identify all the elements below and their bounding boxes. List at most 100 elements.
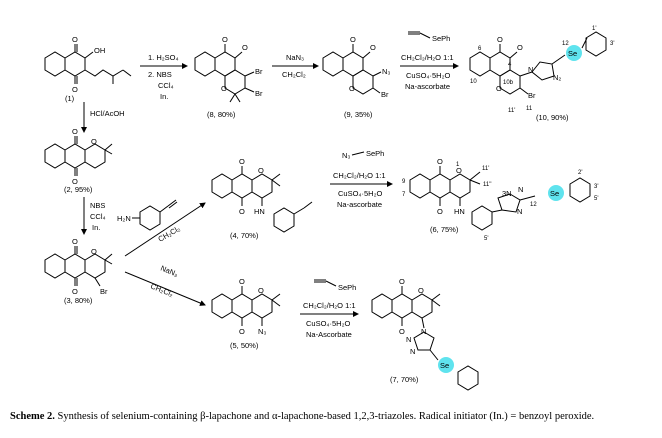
oh-atom-label: OH	[94, 46, 105, 55]
compound-8-structure: O O O Br Br	[194, 35, 263, 103]
condition-text: CH₂Cl₂/H₂O 1:1	[333, 171, 386, 180]
br-atom-label: Br	[381, 90, 389, 99]
o-atom-label: O	[456, 166, 462, 175]
reaction-arrow	[124, 271, 206, 306]
o-atom-label: O	[496, 84, 502, 93]
atom-number: 11	[526, 106, 533, 112]
compound-2-label: (2, 95%)	[64, 185, 93, 194]
se-atom-label: Se	[568, 49, 577, 58]
condition-text: CH₂Cl₂/H₂O 1:1	[401, 53, 454, 62]
o-atom-label: O	[239, 327, 245, 336]
atom-number: 11'	[508, 108, 515, 114]
n3-group-label: N₃	[258, 327, 266, 336]
ethynylaniline-reagent: H₂N	[117, 199, 178, 231]
o-atom-label: O	[497, 35, 503, 44]
atom-number: 12	[530, 202, 537, 208]
atom-number: 1	[456, 162, 460, 168]
o-atom-label: O	[437, 207, 443, 216]
caption-label: Scheme 2.	[10, 411, 55, 422]
n-atom-label: N	[528, 65, 533, 74]
o-atom-label: O	[370, 43, 376, 52]
o-atom-label: O	[350, 35, 356, 44]
se-atom-label: Se	[550, 189, 559, 198]
condition-text: CuSO₄·5H₂O	[338, 189, 382, 198]
condition-text: N₃	[342, 151, 350, 160]
condition-text: Na-Ascorbate	[306, 330, 352, 339]
compound-5-label: (5, 50%)	[230, 341, 259, 350]
o-atom-label: O	[72, 237, 78, 246]
condition-text: H₂N	[117, 214, 131, 223]
o-atom-label: O	[91, 247, 97, 256]
compound-1-structure: O O OH	[44, 35, 132, 94]
o-atom-label: O	[72, 127, 78, 136]
o-atom-label: O	[72, 35, 78, 44]
condition-text: SePh	[366, 149, 384, 158]
o-atom-label: O	[349, 84, 355, 93]
scheme-caption: Scheme 2. Synthesis of selenium-containi…	[10, 410, 655, 423]
propargyl-selenide-reagent: SePh	[408, 31, 450, 43]
atom-number: 5'	[484, 236, 488, 242]
compound-4-label: (4, 70%)	[230, 231, 259, 240]
atom-number: 6	[478, 46, 482, 52]
compound-5-structure: O O O N₃	[211, 277, 281, 336]
o-atom-label: O	[222, 35, 228, 44]
condition-text: 2. NBS	[148, 70, 172, 79]
condition-text: NaN₃	[286, 53, 304, 62]
o-atom-label: O	[239, 277, 245, 286]
condition-text: CH₂Cl₂/H₂O 1:1	[303, 301, 356, 310]
propargyl-selenide-reagent: SePh	[314, 279, 356, 292]
o-atom-label: O	[242, 43, 248, 52]
compound-8-label: (8, 80%)	[207, 110, 236, 119]
compound-4-structure: O O O HN	[211, 157, 313, 233]
hn-group-label: HN	[454, 207, 465, 216]
o-atom-label: O	[239, 157, 245, 166]
atom-number: 10b	[503, 80, 514, 86]
condition-text: NaN₃	[159, 264, 179, 279]
condition-text: SePh	[338, 283, 356, 292]
compound-9-structure: O O O N₃ Br	[322, 35, 390, 99]
condition-text: CH₂Cl₂	[149, 282, 174, 299]
o-atom-label: O	[399, 277, 405, 286]
compound-1-label: (1)	[65, 94, 75, 103]
n-atom-label: N	[517, 207, 522, 216]
condition-text: SePh	[432, 34, 450, 43]
br-atom-label: Br	[255, 67, 263, 76]
o-atom-label: O	[72, 177, 78, 186]
condition-text: CH₂Cl₂	[282, 70, 306, 79]
o-atom-label: O	[399, 327, 405, 336]
compound-10-label: (10, 90%)	[536, 113, 569, 122]
compound-7-label: (7, 70%)	[390, 375, 419, 384]
compound-10-structure: O O O Se Br N₂ N 6 10 4 10b 11' 11 12 1'…	[469, 26, 614, 114]
compound-2-structure: O O O	[44, 127, 113, 186]
n-atom-label: N	[518, 185, 523, 194]
atom-number: 4	[508, 62, 512, 68]
condition-text: CCl₄	[158, 81, 174, 90]
atom-number: 10	[470, 79, 477, 85]
o-atom-label: O	[72, 85, 78, 94]
atom-number: 11''	[483, 182, 492, 188]
condition-text: CCl₄	[90, 212, 106, 221]
n-atom-label: N	[421, 327, 426, 336]
atom-number: 9	[402, 179, 406, 185]
compound-3-label: (3, 80%)	[64, 296, 93, 305]
o-atom-label: O	[221, 84, 227, 93]
condition-text: In.	[160, 92, 168, 101]
o-atom-label: O	[258, 286, 264, 295]
o-atom-label: O	[517, 43, 523, 52]
compound-6-label: (6, 75%)	[430, 225, 459, 234]
se-atom-label: Se	[440, 361, 449, 370]
atom-number: 11'	[482, 166, 489, 172]
compound-3-structure: O O O Br	[44, 237, 113, 296]
azidomethyl-selenide-reagent: N₃ SePh	[342, 149, 384, 160]
atom-number: 5'	[594, 196, 598, 202]
condition-text: CuSO₄·5H₂O	[306, 319, 350, 328]
n-atom-label: N	[410, 347, 415, 356]
o-atom-label: O	[258, 166, 264, 175]
compound-7-structure: O O O N N N Se	[371, 277, 479, 391]
caption-text: Synthesis of selenium-containing β-lapac…	[57, 411, 595, 422]
atom-number: 2'	[578, 170, 582, 176]
br-atom-label: Br	[255, 89, 263, 98]
n3-group-label: N₃	[382, 67, 390, 76]
compound-6-structure: O O O HN Se 3N N N 1 11' 11'' 9 7 12 2' …	[402, 157, 598, 242]
